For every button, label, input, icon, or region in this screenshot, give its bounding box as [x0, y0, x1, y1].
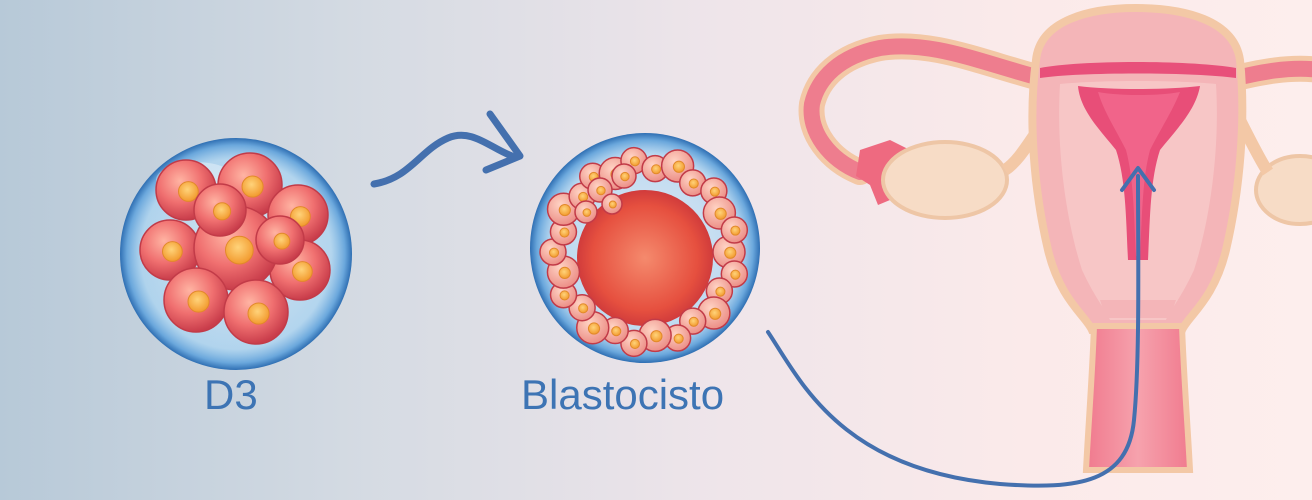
blastocyst-cell-nucleus	[688, 316, 699, 327]
blastocyst-cell-nucleus	[578, 191, 589, 202]
blastocyst-cell-nucleus	[715, 286, 726, 297]
blastocyst-cell-nucleus	[709, 186, 720, 197]
transfer-arrowhead	[1120, 166, 1156, 192]
d3-cell-nucleus	[241, 175, 264, 198]
arrow-to-blastocyst	[370, 110, 524, 188]
vagina	[1082, 323, 1194, 473]
blastocyst-cavity	[577, 190, 713, 326]
blastocyst-cell-nucleus	[608, 200, 617, 209]
d3-cell-nucleus	[187, 290, 210, 313]
right-ovary	[1254, 154, 1312, 226]
blastocyst-cell-nucleus	[709, 307, 722, 320]
blastocyst-cell-nucleus	[582, 208, 592, 217]
blastocyst-cell-nucleus	[578, 303, 589, 314]
d3-cell-nucleus	[213, 202, 232, 221]
uterus	[798, 3, 1312, 473]
d3-cell-nucleus	[273, 232, 291, 250]
d3-cell-nucleus	[247, 302, 270, 325]
blastocyst-cell-nucleus	[611, 326, 622, 337]
left-ovary	[881, 140, 1009, 220]
d3-cell-nucleus	[225, 235, 254, 265]
blastocyst-cell-nucleus	[559, 227, 570, 238]
d3-label: D3	[204, 371, 258, 418]
blastocyst-cells	[539, 146, 749, 358]
d3-cells	[139, 152, 331, 345]
blastocyst-cell-nucleus	[730, 269, 741, 280]
transfer-arrow	[766, 166, 1156, 488]
blastocyst-cell-nucleus	[629, 156, 641, 167]
d3-embryo	[120, 138, 352, 370]
blastocyst-cell-nucleus	[548, 247, 560, 258]
blastocyst-cell-nucleus	[651, 164, 662, 175]
blastocyst-cell-nucleus	[730, 225, 741, 236]
blastocyst-cell-nucleus	[558, 203, 571, 217]
blastocyst-cell-nucleus	[629, 338, 641, 350]
blastocyst-cell-nucleus	[587, 322, 601, 335]
blastocyst	[530, 133, 760, 363]
blastocyst-cell-nucleus	[724, 246, 737, 259]
blastocyst-cell-nucleus	[558, 266, 571, 280]
blastocyst-cell-nucleus	[672, 160, 686, 173]
blastocyst-cell-nucleus	[673, 333, 684, 344]
d3-cell-nucleus	[178, 181, 199, 202]
blastocyst-label: Blastocisto	[521, 371, 725, 418]
blastocyst-cell-nucleus	[596, 185, 606, 196]
blastocyst-cell-nucleus	[714, 207, 727, 220]
blastocyst-cell-nucleus	[620, 171, 630, 182]
d3-cell-nucleus	[292, 261, 313, 282]
d3-cell-nucleus	[162, 241, 183, 262]
left-fallopian-tube	[803, 38, 1048, 180]
blastocyst-cell-nucleus	[559, 290, 570, 301]
blastocyst-cell-nucleus	[688, 178, 699, 189]
blastocyst-cell-nucleus	[650, 330, 663, 343]
